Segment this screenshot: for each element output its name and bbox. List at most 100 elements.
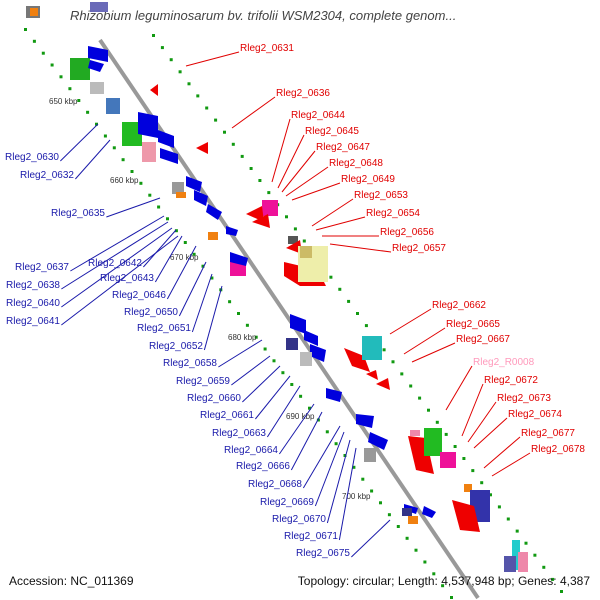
gene-label[interactable]: Rleg2_0659 — [176, 376, 230, 387]
gene-label[interactable]: Rleg2_0649 — [341, 174, 395, 185]
gene-arrow[interactable] — [368, 432, 388, 450]
gene-block[interactable] — [208, 232, 218, 240]
gene-label[interactable]: Rleg2_0631 — [240, 43, 294, 54]
gene-block[interactable] — [286, 338, 298, 350]
gene-label[interactable]: Rleg2_0637 — [15, 262, 69, 273]
gene-arrow[interactable] — [422, 506, 436, 518]
gene-arrow[interactable] — [246, 206, 264, 222]
forward-strand-features — [150, 84, 528, 572]
gene-label[interactable]: Rleg2_0632 — [20, 170, 74, 181]
gene-arrow[interactable] — [88, 46, 108, 62]
gene-label[interactable]: Rleg2_0661 — [200, 410, 254, 421]
gene-arrow[interactable] — [356, 414, 374, 428]
gene-block[interactable] — [518, 552, 528, 572]
gene-block[interactable] — [408, 516, 418, 524]
gene-arrow[interactable] — [310, 344, 326, 362]
gene-label[interactable]: Rleg2_0665 — [446, 319, 500, 330]
gene-label[interactable]: Rleg2_0651 — [137, 323, 191, 334]
gene-block[interactable] — [362, 336, 382, 360]
gene-arrow[interactable] — [160, 148, 178, 164]
gene-block[interactable] — [402, 508, 412, 516]
gene-block[interactable] — [440, 452, 456, 468]
gene-label[interactable]: Rleg2_0656 — [380, 227, 434, 238]
gene-label[interactable]: Rleg2_0666 — [236, 461, 290, 472]
gene-block[interactable] — [300, 246, 312, 258]
gene-arrow[interactable] — [194, 190, 208, 206]
gene-label[interactable]: Rleg2_0670 — [272, 514, 326, 525]
gene-label[interactable]: Rleg2_0648 — [329, 158, 383, 169]
gene-block[interactable] — [464, 484, 472, 492]
gene-arrow[interactable] — [138, 112, 158, 138]
gene-label[interactable]: Rleg2_0668 — [248, 479, 302, 490]
gene-block[interactable] — [176, 192, 186, 198]
gene-label[interactable]: Rleg2_0658 — [163, 358, 217, 369]
gene-label[interactable]: Rleg2_0650 — [124, 307, 178, 318]
gene-label[interactable]: Rleg2_0638 — [6, 280, 60, 291]
gene-label[interactable]: Rleg2_0669 — [260, 497, 314, 508]
gene-arrow[interactable] — [158, 130, 174, 148]
gene-block[interactable] — [424, 428, 442, 456]
gene-arrow[interactable] — [230, 252, 248, 266]
gene-label[interactable]: Rleg2_0663 — [212, 428, 266, 439]
gene-label[interactable]: Rleg2_0635 — [51, 208, 105, 219]
gene-block[interactable] — [410, 430, 420, 436]
gene-label[interactable]: Rleg2_0675 — [296, 548, 350, 559]
gene-label[interactable]: Rleg2_0652 — [149, 341, 203, 352]
gene-label[interactable]: Rleg2_0641 — [6, 316, 60, 327]
gene-arrow[interactable] — [326, 388, 342, 402]
gene-label[interactable]: Rleg2_0646 — [112, 290, 166, 301]
gene-arrow[interactable] — [376, 378, 390, 390]
tick-mark — [343, 454, 347, 457]
gene-label[interactable]: Rleg2_0672 — [484, 375, 538, 386]
gene-label[interactable]: Rleg2_0662 — [432, 300, 486, 311]
gene-arrow[interactable] — [252, 214, 270, 228]
gene-arrow[interactable] — [304, 330, 318, 346]
gene-label[interactable]: Rleg2_0645 — [305, 126, 359, 137]
gene-arrow[interactable] — [452, 500, 480, 532]
gene-label[interactable]: Rleg2_R0008 — [473, 357, 535, 368]
gene-arrow[interactable] — [344, 348, 370, 372]
gene-block[interactable] — [122, 122, 142, 146]
gene-block[interactable] — [262, 200, 278, 216]
gene-label[interactable]: Rleg2_0640 — [6, 298, 60, 309]
gene-label[interactable]: Rleg2_0660 — [187, 393, 241, 404]
gene-block[interactable] — [172, 182, 184, 194]
gene-label[interactable]: Rleg2_0647 — [316, 142, 370, 153]
gene-block[interactable] — [364, 448, 376, 462]
gene-label[interactable]: Rleg2_0671 — [284, 531, 338, 542]
gene-label[interactable]: Rleg2_0674 — [508, 409, 562, 420]
gene-block[interactable] — [70, 58, 90, 80]
gene-arrow[interactable] — [150, 84, 158, 96]
gene-label[interactable]: Rleg2_0654 — [366, 208, 420, 219]
gene-block[interactable] — [288, 236, 298, 244]
gene-arrow[interactable] — [366, 370, 378, 380]
gene-block[interactable] — [90, 82, 104, 94]
gene-label[interactable]: Rleg2_0636 — [276, 88, 330, 99]
gene-block[interactable] — [142, 142, 156, 162]
gene-block[interactable] — [504, 556, 516, 572]
gene-arrow[interactable] — [290, 314, 306, 334]
gene-block[interactable] — [90, 2, 108, 12]
gene-block[interactable] — [30, 8, 38, 16]
gene-label[interactable]: Rleg2_0667 — [456, 334, 510, 345]
gene-label[interactable]: Rleg2_0653 — [354, 190, 408, 201]
gene-label[interactable]: Rleg2_0642 — [88, 258, 142, 269]
gene-arrow[interactable] — [206, 204, 222, 220]
gene-label[interactable]: Rleg2_0644 — [291, 110, 345, 121]
gene-label[interactable]: Rleg2_0677 — [521, 428, 575, 439]
gene-label[interactable]: Rleg2_0673 — [497, 393, 551, 404]
leader-line — [266, 385, 301, 438]
gene-block[interactable] — [512, 540, 520, 570]
leader-line — [142, 229, 177, 268]
gene-block[interactable] — [300, 352, 312, 366]
gene-label[interactable]: Rleg2_0643 — [100, 273, 154, 284]
gene-label[interactable]: Rleg2_0664 — [224, 445, 278, 456]
gene-arrow[interactable] — [196, 142, 208, 154]
gene-arrow[interactable] — [186, 176, 202, 192]
gene-label[interactable]: Rleg2_0678 — [531, 444, 585, 455]
gene-block[interactable] — [106, 98, 120, 114]
gene-label[interactable]: Rleg2_0657 — [392, 243, 446, 254]
gene-label[interactable]: Rleg2_0630 — [5, 152, 59, 163]
gene-arrow[interactable] — [226, 226, 238, 236]
gene-arrow[interactable] — [88, 60, 104, 72]
